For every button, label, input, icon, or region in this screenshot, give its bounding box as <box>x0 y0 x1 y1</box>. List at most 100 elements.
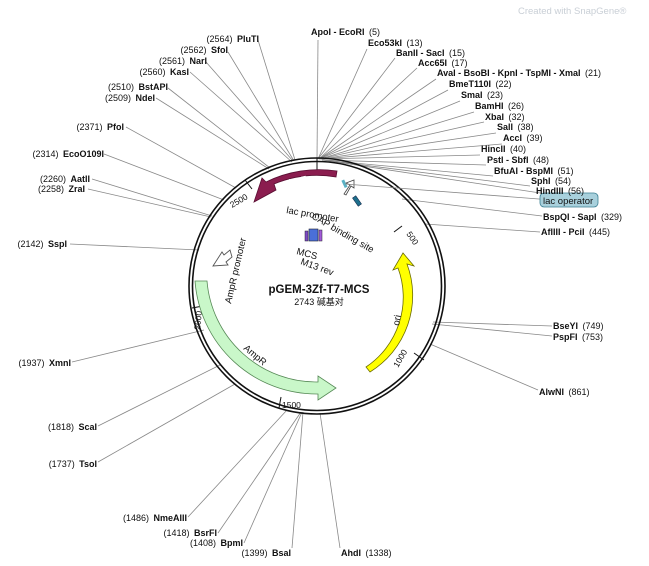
site-hindiii: HindIII (56) <box>536 181 584 198</box>
site-name: AccI <box>503 133 522 143</box>
leader-alwni <box>429 343 539 391</box>
site-name: Acc65I <box>418 58 447 68</box>
ori-label: ori <box>391 314 404 326</box>
site-name: SspI <box>48 239 67 249</box>
site-name: AlwNI <box>539 387 564 397</box>
leader-sali <box>320 132 497 160</box>
site-labels: (2564) PluTI (2562) SfoI (2561) NarI (25… <box>18 27 622 558</box>
leader-nmeaiii <box>187 409 288 518</box>
site-pos: (17) <box>451 58 467 68</box>
site-pos: (48) <box>533 155 549 165</box>
site-name: NdeI <box>135 93 155 103</box>
site-name: SfoI <box>211 45 228 55</box>
leader-banii-saci <box>317 57 396 160</box>
ampr-promoter-feature <box>212 249 233 267</box>
site-name: XbaI <box>485 112 504 122</box>
plasmid-length-unit: 碱基对 <box>317 296 344 307</box>
leader-bpmi <box>243 411 303 544</box>
site-name: BstAPI <box>138 82 168 92</box>
site-name: XmnI <box>49 358 71 368</box>
site-pos: (54) <box>555 176 571 186</box>
leader-eco53ki <box>317 48 368 160</box>
lacza-label: lacZα <box>288 173 314 189</box>
site-name: PfoI <box>107 122 124 132</box>
leader-zrai <box>87 188 212 218</box>
leader-psti-sbfi <box>321 159 487 166</box>
site-bstapi: (2510) BstAPI <box>108 77 168 94</box>
site-pos: (26) <box>508 101 524 111</box>
site-avai-group: AvaI - BsoBI - KpnI - TspMI - XmaI (21) <box>437 63 601 80</box>
leader-pluti <box>257 39 296 161</box>
site-nari: (2561) NarI <box>159 51 207 68</box>
leader-avai <box>318 78 437 160</box>
site-name: AflIII - PciI <box>541 227 585 237</box>
credit-brand: SnapGene <box>573 6 620 17</box>
leader-ahdi <box>319 412 341 549</box>
site-pos: (2561) <box>159 56 185 66</box>
leader-afliii-pcii <box>424 223 541 233</box>
site-hincii: HincII (40) <box>481 139 526 156</box>
site-pos: (23) <box>487 90 503 100</box>
site-name: PspFI <box>553 332 578 342</box>
site-name: AatII <box>70 174 90 184</box>
site-psti-sbfi: PstI - SbfI (48) <box>487 150 549 167</box>
site-sfoi: (2562) SfoI <box>181 40 228 57</box>
site-name: HindIII <box>536 186 564 196</box>
leader-bsrfi <box>217 411 302 534</box>
site-bpmi: (1408) BpmI <box>190 533 243 550</box>
site-alwni: AlwNI (861) <box>539 382 589 399</box>
site-scai: (1818) ScaI <box>48 417 97 434</box>
site-name: TsoI <box>79 459 97 469</box>
site-bfuai-bspmi: BfuAI - BspMI (51) <box>494 161 573 178</box>
site-tsoi: (1737) TsoI <box>49 454 97 471</box>
site-name: BamHI <box>475 101 504 111</box>
site-nmeaiii: (1486) NmeAIII <box>123 508 187 525</box>
site-leader-lines <box>69 39 561 549</box>
site-smai: SmaI (23) <box>461 85 503 102</box>
site-kasi: (2560) KasI <box>140 62 189 79</box>
site-pos: (51) <box>557 166 573 176</box>
site-eco53ki: Eco53kI (13) <box>368 33 423 50</box>
leader-aatii <box>91 178 213 217</box>
site-acci: AccI (39) <box>503 128 542 145</box>
leader-bsai <box>291 411 304 549</box>
plasmid-length-value: 2743 <box>294 297 314 307</box>
site-name: HincII <box>481 144 506 154</box>
site-pos: (445) <box>589 227 610 237</box>
leader-nari <box>205 61 294 162</box>
site-pos: (56) <box>568 186 584 196</box>
site-ndei: (2509) NdeI <box>105 88 155 105</box>
site-acc65i: Acc65I (17) <box>418 53 468 70</box>
site-pfoi: (2371) PfoI <box>77 117 124 134</box>
site-pos: (2260) <box>40 174 66 184</box>
site-banii-saci: BanII - SacI (15) <box>396 43 465 60</box>
plasmid-length: 2743 碱基对 <box>294 296 344 307</box>
leader-acci <box>320 143 503 160</box>
site-name: BseYI <box>553 321 578 331</box>
site-bmet110i: BmeT110I (22) <box>449 74 512 91</box>
site-name: SalI <box>497 122 513 132</box>
site-sphi: SphI (54) <box>531 171 571 188</box>
leader-xbai <box>319 121 485 160</box>
site-pos: (329) <box>601 212 622 222</box>
site-name: Eco53kI <box>368 38 402 48</box>
lacza-feature <box>253 169 338 203</box>
m13rev-feature <box>318 229 323 242</box>
leader-kasi <box>189 71 293 163</box>
leader-pfoi <box>125 126 237 189</box>
leader-scai <box>97 364 221 427</box>
ampr-feature <box>194 280 337 401</box>
site-zrai: (2258) ZraI <box>38 179 85 196</box>
tick-label-2500: 2500 <box>228 191 250 209</box>
site-pos: (2510) <box>108 82 134 92</box>
lac-operator-feature <box>341 179 348 189</box>
credit-mark: ® <box>619 6 627 17</box>
leader-bspqi-sapi <box>401 198 543 217</box>
site-pluti: (2564) PluTI <box>207 29 259 46</box>
site-pos: (2564) <box>207 34 233 44</box>
site-pos: (2314) <box>33 149 59 159</box>
site-pos: (2560) <box>140 67 166 77</box>
site-name: SphI <box>531 176 551 186</box>
mcs-feature <box>308 228 319 242</box>
